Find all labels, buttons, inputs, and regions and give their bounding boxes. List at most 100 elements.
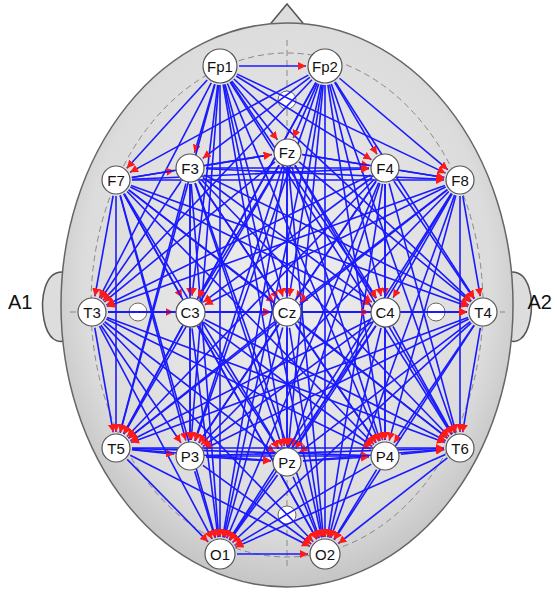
electrode: T3 — [77, 297, 107, 327]
connectivity-line — [463, 196, 481, 296]
connectivity-line — [204, 319, 468, 449]
connectivity-line — [300, 322, 448, 438]
electrode: C3 — [175, 297, 206, 328]
connectivity-line — [101, 181, 181, 299]
connectivity-line — [300, 322, 471, 453]
electrode-outline — [273, 448, 301, 476]
electrode-outline — [205, 539, 235, 569]
ear-label: A2 — [528, 292, 552, 312]
electrode-label: T6 — [451, 441, 469, 456]
connectivity-line — [230, 475, 278, 540]
connectivity-line — [106, 175, 370, 305]
electrode: F3 — [175, 153, 205, 183]
electrode-label: F4 — [376, 161, 394, 176]
connectivity-line — [106, 319, 370, 449]
electrode: Pz — [272, 447, 302, 477]
electrode-outline — [176, 154, 204, 182]
ear-label: A1 — [8, 292, 32, 312]
electrode-outline — [469, 298, 497, 326]
connectivity-line — [101, 325, 181, 443]
electrode-label: Fz — [279, 145, 296, 160]
connectivity-line — [229, 193, 451, 539]
electrode: F4 — [370, 153, 400, 183]
connectivity-line — [286, 328, 288, 446]
connectivity-line — [105, 322, 275, 452]
electrode-outline — [308, 49, 342, 83]
connectivity-line — [338, 458, 447, 544]
electrode-outline — [371, 442, 399, 470]
electrode-label: F3 — [181, 161, 199, 176]
electrode-outline — [176, 442, 204, 470]
connectivity-line — [237, 74, 445, 173]
electrode-label: C3 — [180, 305, 199, 320]
connectivity-line — [236, 454, 446, 547]
connectivity-line — [292, 183, 380, 447]
connectivity-line — [201, 191, 449, 444]
connectivity-line — [239, 65, 306, 67]
connectivity-line — [199, 325, 278, 442]
connectivity-line — [293, 83, 317, 137]
connectivity-line — [227, 83, 378, 441]
electrode-label: Fp2 — [312, 59, 338, 74]
electrode-label: Pz — [278, 455, 296, 470]
connectivity-line — [130, 455, 310, 546]
electrode-label: T5 — [107, 441, 125, 456]
connectivity-line — [335, 82, 377, 154]
electrode: Fz — [273, 138, 302, 167]
electrode-label: P3 — [181, 449, 199, 464]
connectivity-line — [129, 190, 448, 438]
electrode: P4 — [370, 441, 400, 471]
connectivity-line — [199, 165, 279, 298]
connectivity-line — [340, 78, 448, 169]
connectivity-line — [334, 470, 377, 540]
electrode: F7 — [101, 165, 131, 195]
connectivity-line — [401, 171, 444, 178]
connectivity-line — [233, 323, 472, 543]
connectivity-line — [224, 85, 321, 538]
connectivity-line — [237, 553, 308, 555]
electrode-label: P4 — [376, 449, 394, 464]
electrode-outline — [446, 434, 474, 462]
electrode-outline — [273, 298, 301, 326]
connectivity-line — [189, 329, 191, 441]
connectivity-line — [195, 471, 215, 537]
connectivity-line — [206, 155, 272, 166]
electrode-outline — [274, 139, 301, 166]
connectivity-line — [230, 326, 376, 540]
electrode: Cz — [272, 297, 302, 327]
electrode-label: O2 — [315, 547, 335, 562]
electrode: T5 — [101, 433, 131, 463]
scalp — [61, 23, 513, 587]
electrode: O2 — [309, 538, 341, 570]
electrode-outline — [176, 298, 205, 327]
electrode: C4 — [370, 297, 401, 328]
connectivity-line — [206, 457, 271, 461]
electrode-outline — [78, 298, 106, 326]
electrode-outline — [446, 166, 474, 194]
connectivity-line — [205, 187, 446, 305]
electrode: Fp2 — [307, 48, 343, 84]
connectivity-line — [204, 175, 468, 305]
electrode: T4 — [468, 297, 498, 327]
electrode: Fp1 — [202, 48, 238, 84]
electrode-label: Cz — [278, 305, 296, 320]
electrode-outline — [102, 434, 130, 462]
electrode-label: O1 — [210, 547, 230, 562]
electrode-outline — [102, 166, 130, 194]
connectivity-line — [207, 311, 468, 313]
connectivity-line — [130, 75, 308, 172]
connectivity-line — [459, 196, 461, 432]
electrode: T6 — [445, 433, 475, 463]
electrode-outline — [371, 154, 399, 182]
connectivity-line — [95, 328, 113, 432]
electrode-label: T3 — [83, 305, 101, 320]
connectivity-line — [127, 459, 208, 541]
connectivity-line — [463, 328, 481, 432]
connectivity-line — [334, 325, 474, 539]
electrode: F8 — [445, 165, 475, 195]
connectivity-line — [129, 322, 275, 438]
electrode-outline — [310, 539, 340, 569]
connectivity-line — [115, 196, 117, 432]
electrode: O1 — [204, 538, 236, 570]
connectivity-line — [95, 196, 113, 297]
